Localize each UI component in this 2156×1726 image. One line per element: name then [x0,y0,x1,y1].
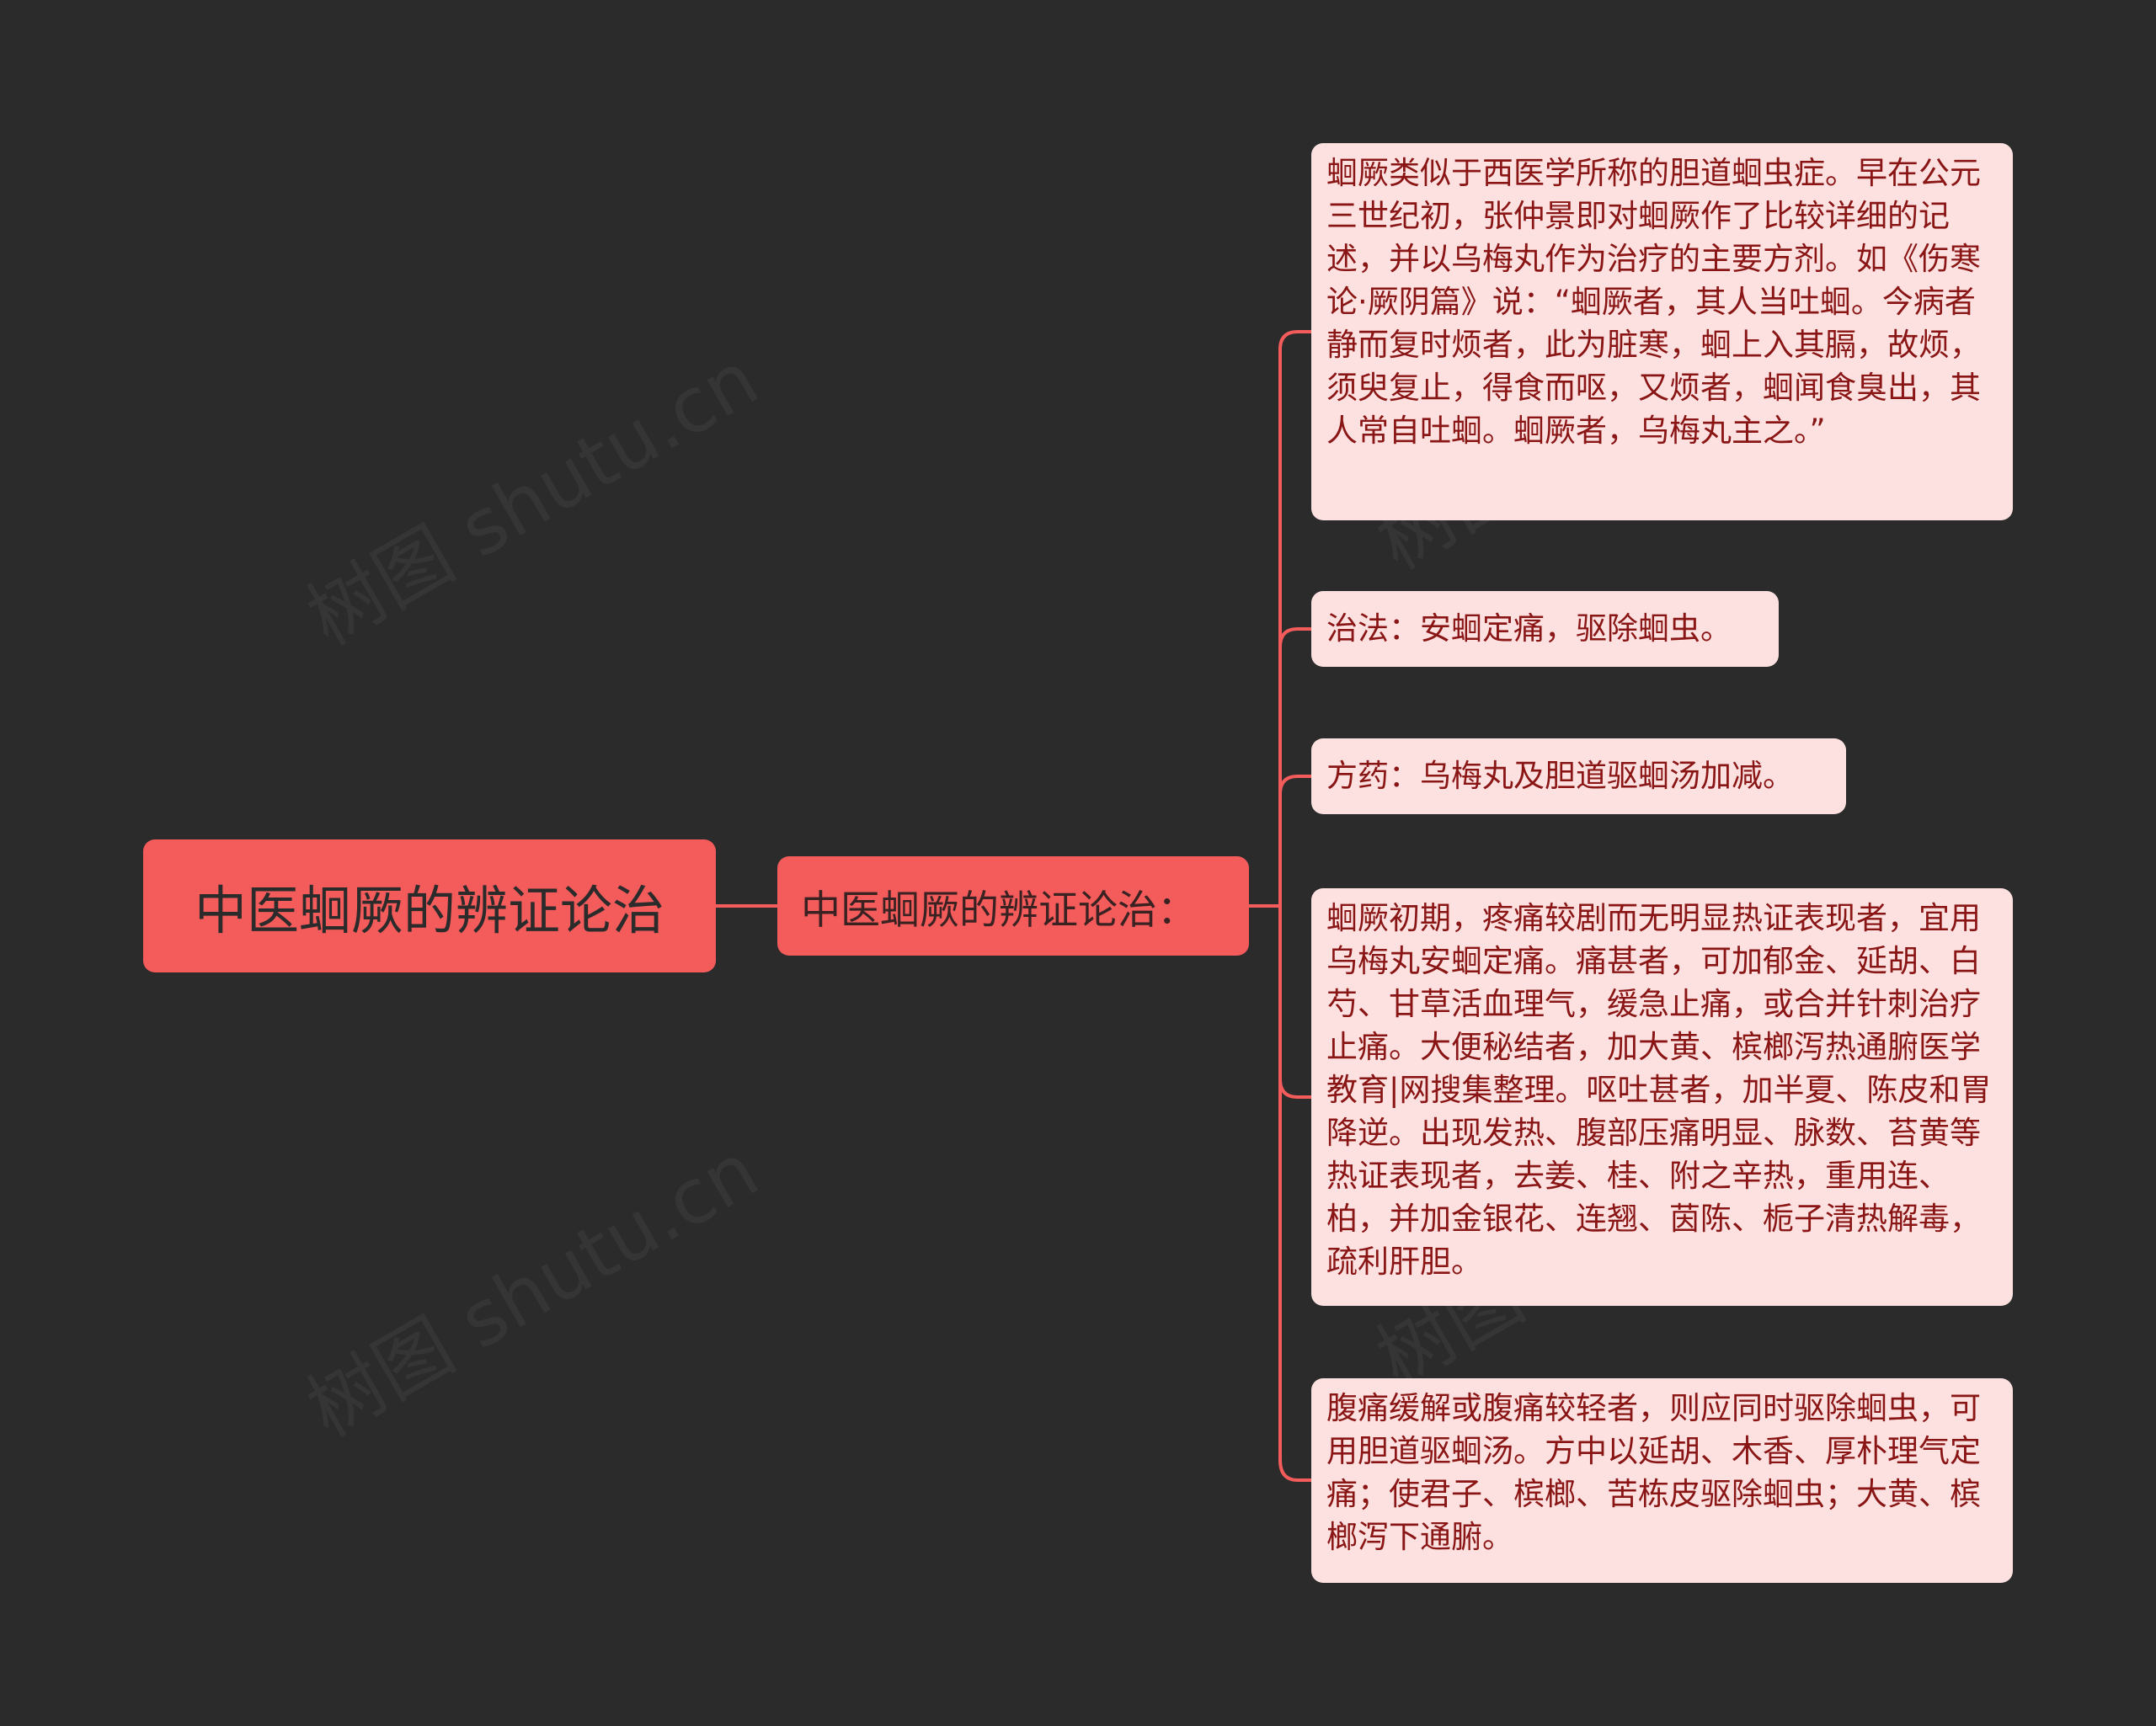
subtopic-text: 蛔厥类似于西医学所称的胆道蛔虫症。早在公元三世纪初，张仲景即对蛔厥作了比较详细的… [1326,155,1981,449]
root-topic-label: 中医蛔厥的辨证论治 [194,880,664,941]
connector-leaf-2 [1278,627,1311,647]
subtopic-text: 腹痛缓解或腹痛较轻者，则应同时驱除蛔虫，可用胆道驱蛔汤。方中以延胡、木香、厚朴理… [1326,1390,1981,1555]
subtopic-text: 蛔厥初期，疼痛较剧而无明显热证表现者，宜用乌梅丸安蛔定痛。痛甚者，可加郁金、延胡… [1326,900,1992,1280]
subtopic-treatment-method[interactable]: 治法：安蛔定痛，驱除蛔虫。 [1311,591,1779,667]
subtopic-description[interactable]: 蛔厥类似于西医学所称的胆道蛔虫症。早在公元三世纪初，张仲景即对蛔厥作了比较详细的… [1311,143,2013,520]
subtopic-text: 方药：乌梅丸及胆道驱蛔汤加减。 [1326,758,1794,794]
connector-leaf-5 [1278,1459,1311,1482]
root-topic[interactable]: 中医蛔厥的辨证论治 [143,839,716,972]
subtopic-text: 治法：安蛔定痛，驱除蛔虫。 [1326,610,1732,647]
subtopic-mild-pain[interactable]: 腹痛缓解或腹痛较轻者，则应同时驱除蛔虫，可用胆道驱蛔汤。方中以延胡、木香、厚朴理… [1311,1378,2013,1583]
main-topic-label: 中医蛔厥的辨证论治： [801,887,1197,934]
subtopic-prescription[interactable]: 方药：乌梅丸及胆道驱蛔汤加减。 [1311,738,1846,814]
connector-leaf-1 [1278,330,1311,350]
connector-leaf-4 [1278,1079,1311,1099]
connector-leaf-3 [1278,775,1311,795]
subtopic-early-stage[interactable]: 蛔厥初期，疼痛较剧而无明显热证表现者，宜用乌梅丸安蛔定痛。痛甚者，可加郁金、延胡… [1311,888,2013,1306]
main-topic[interactable]: 中医蛔厥的辨证论治： [777,856,1249,956]
